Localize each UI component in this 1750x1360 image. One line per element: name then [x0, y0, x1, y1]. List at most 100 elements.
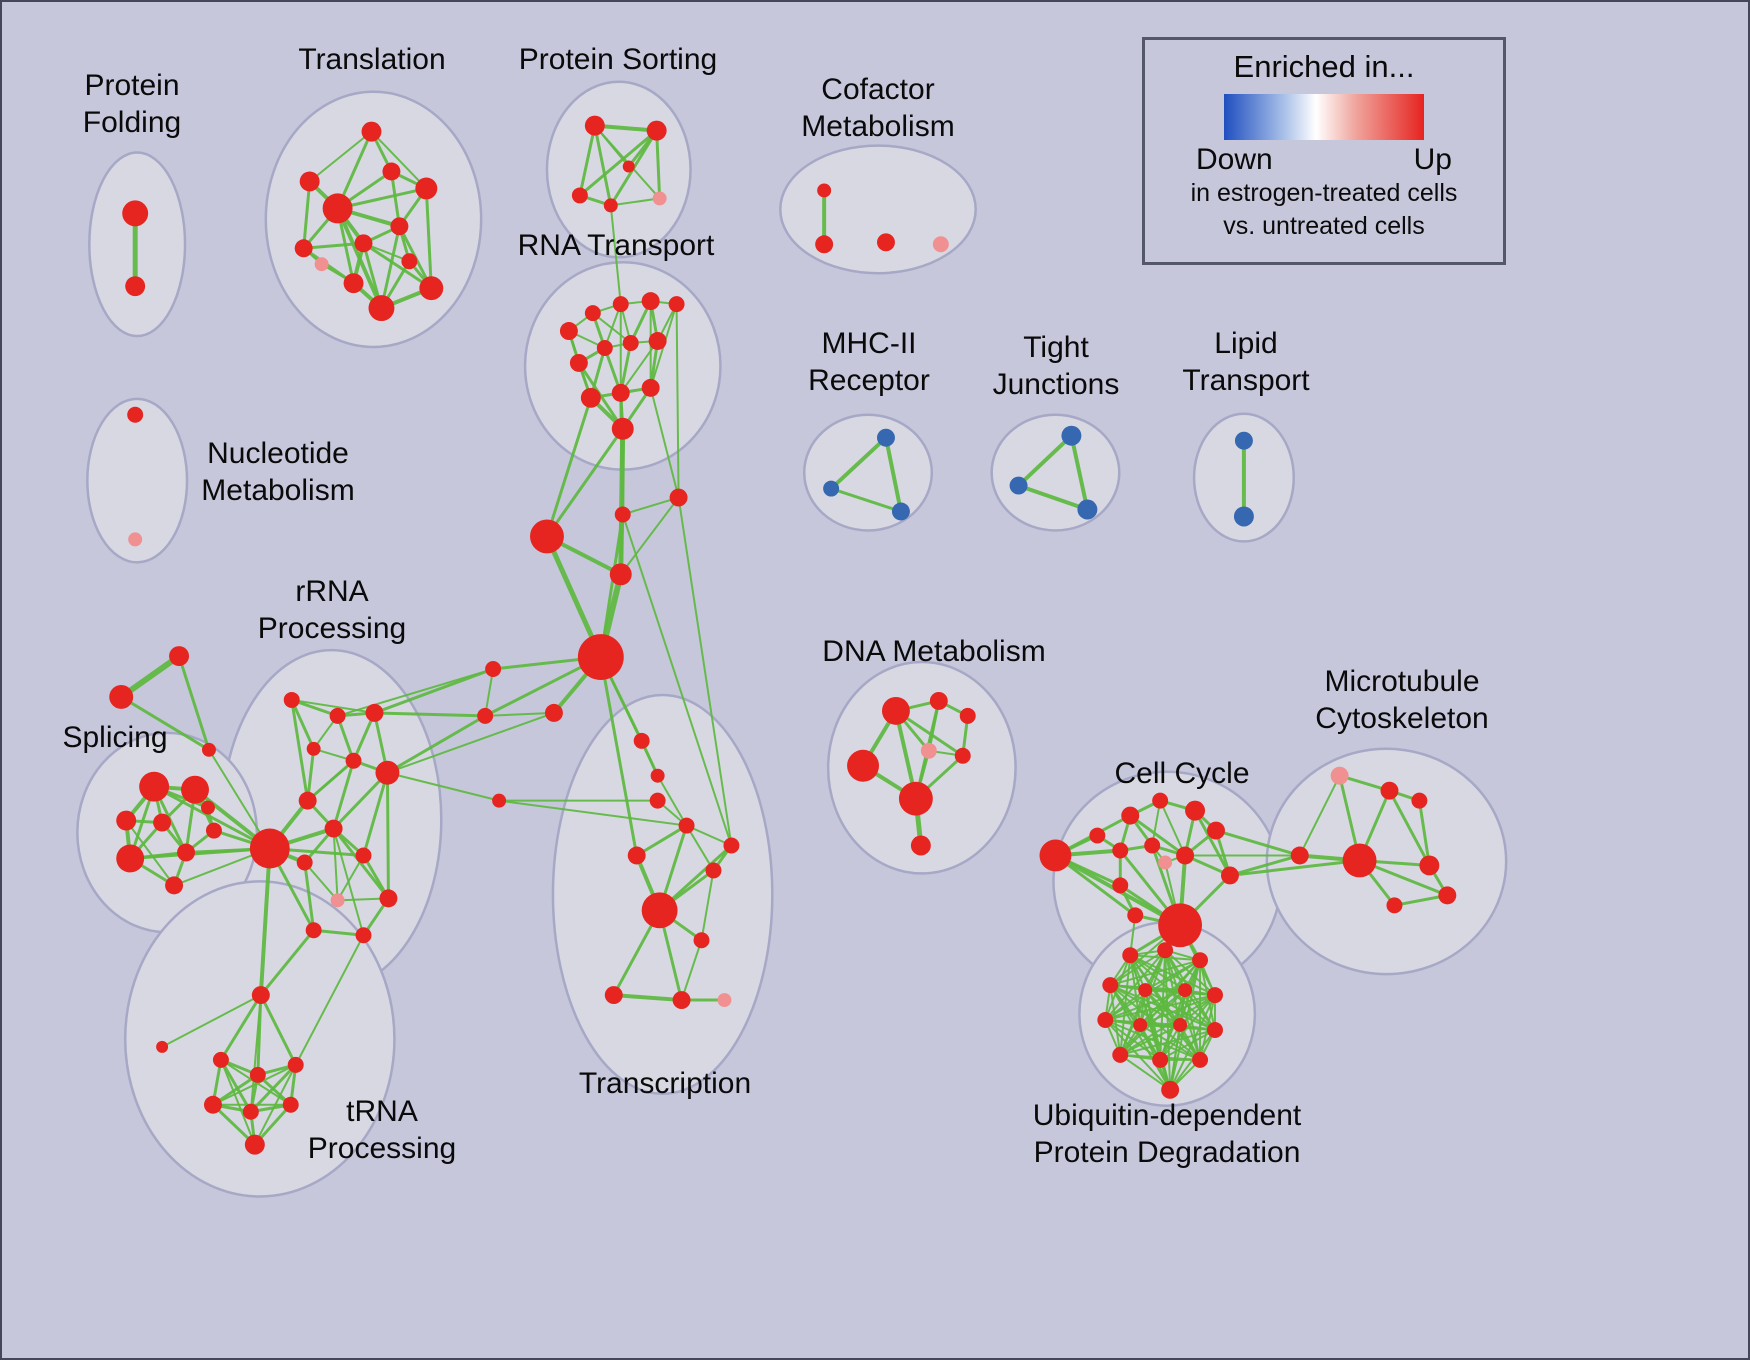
network-node — [641, 892, 678, 929]
network-edge — [1159, 1028, 1216, 1061]
network-node — [652, 191, 667, 206]
network-node — [1152, 1051, 1169, 1068]
network-node — [1233, 506, 1254, 527]
network-node — [609, 563, 632, 586]
network-node — [153, 813, 172, 832]
network-edge — [685, 824, 715, 872]
network-node — [355, 847, 372, 864]
network-node — [584, 115, 605, 136]
network-edge — [1104, 989, 1147, 1021]
network-node — [1192, 1051, 1209, 1068]
network-edge — [302, 179, 312, 250]
network-node — [577, 634, 624, 680]
network-edge — [656, 774, 688, 827]
network-edge — [609, 197, 661, 207]
network-node — [330, 893, 345, 908]
network-edge — [1119, 1023, 1182, 1056]
network-node — [649, 792, 666, 809]
network-node — [817, 183, 832, 198]
network-edge — [303, 861, 339, 902]
network-edge — [655, 129, 662, 200]
network-node — [920, 742, 937, 759]
network-edge — [379, 224, 401, 310]
network-node — [1102, 977, 1119, 994]
network-node — [641, 292, 660, 311]
network-node — [881, 696, 910, 725]
network-edge — [1109, 984, 1172, 1091]
network-node — [201, 742, 216, 757]
network-edge — [677, 496, 733, 847]
network-edge — [249, 994, 262, 1113]
network-node — [212, 1051, 229, 1068]
network-node — [306, 741, 321, 756]
network-node — [717, 993, 732, 1008]
legend-up-label: Up — [1413, 143, 1452, 176]
network-edge — [578, 129, 659, 197]
network-node — [109, 684, 134, 709]
network-node — [375, 760, 400, 785]
network-edge — [621, 496, 680, 516]
network-node — [627, 846, 646, 865]
network-node — [298, 791, 317, 810]
network-edge — [125, 819, 176, 887]
network-edge — [619, 391, 625, 516]
network-node — [1234, 431, 1253, 450]
network-edge — [1104, 1019, 1172, 1091]
network-node — [125, 276, 146, 297]
network-node — [596, 340, 613, 356]
network-node — [128, 532, 143, 547]
network-node — [559, 322, 578, 341]
network-edge — [1104, 994, 1216, 1021]
network-edge — [362, 771, 389, 857]
network-node — [116, 810, 137, 831]
network-node — [365, 703, 384, 722]
network-node — [1207, 987, 1223, 1004]
network-edge — [294, 934, 365, 1066]
network-edge — [680, 939, 703, 1002]
network-edge — [621, 513, 733, 847]
network-node — [1220, 866, 1239, 885]
network-node — [203, 1095, 222, 1114]
network-node — [672, 991, 691, 1010]
network-edge — [332, 827, 390, 900]
network-node — [1121, 806, 1140, 825]
network-node — [200, 800, 215, 815]
network-edge — [211, 1063, 297, 1106]
network-node — [604, 986, 623, 1005]
network-node — [1419, 855, 1440, 876]
network-edge — [219, 1058, 253, 1114]
network-edge — [259, 993, 298, 1067]
legend-extremes: Down Up — [1196, 143, 1452, 177]
network-edge — [592, 123, 659, 133]
network-edge — [372, 711, 487, 718]
network-node — [116, 844, 145, 873]
network-node — [641, 378, 660, 397]
network-node — [622, 160, 635, 173]
network-node — [633, 732, 650, 749]
network-node — [1144, 837, 1161, 854]
network-node — [329, 707, 346, 724]
network-node — [1192, 952, 1209, 969]
network-edge — [829, 435, 888, 491]
network-edge — [336, 668, 495, 717]
network-edge — [386, 771, 501, 802]
network-node — [477, 707, 494, 724]
network-node — [1207, 1021, 1223, 1038]
network-edge — [599, 655, 639, 857]
network-edge — [1214, 829, 1302, 857]
network-node — [1112, 842, 1129, 859]
network-node — [650, 768, 665, 783]
network-node — [251, 986, 270, 1005]
network-node — [299, 171, 320, 192]
network-node — [1039, 839, 1072, 872]
network-node — [1157, 942, 1174, 959]
network-node — [249, 828, 290, 869]
network-node — [345, 752, 362, 769]
network-edge — [312, 928, 366, 937]
legend-gradient-bar — [1224, 94, 1424, 140]
network-node — [648, 332, 667, 350]
network-edge — [829, 487, 903, 513]
network-edge — [1417, 799, 1431, 867]
network-edge — [336, 854, 365, 902]
